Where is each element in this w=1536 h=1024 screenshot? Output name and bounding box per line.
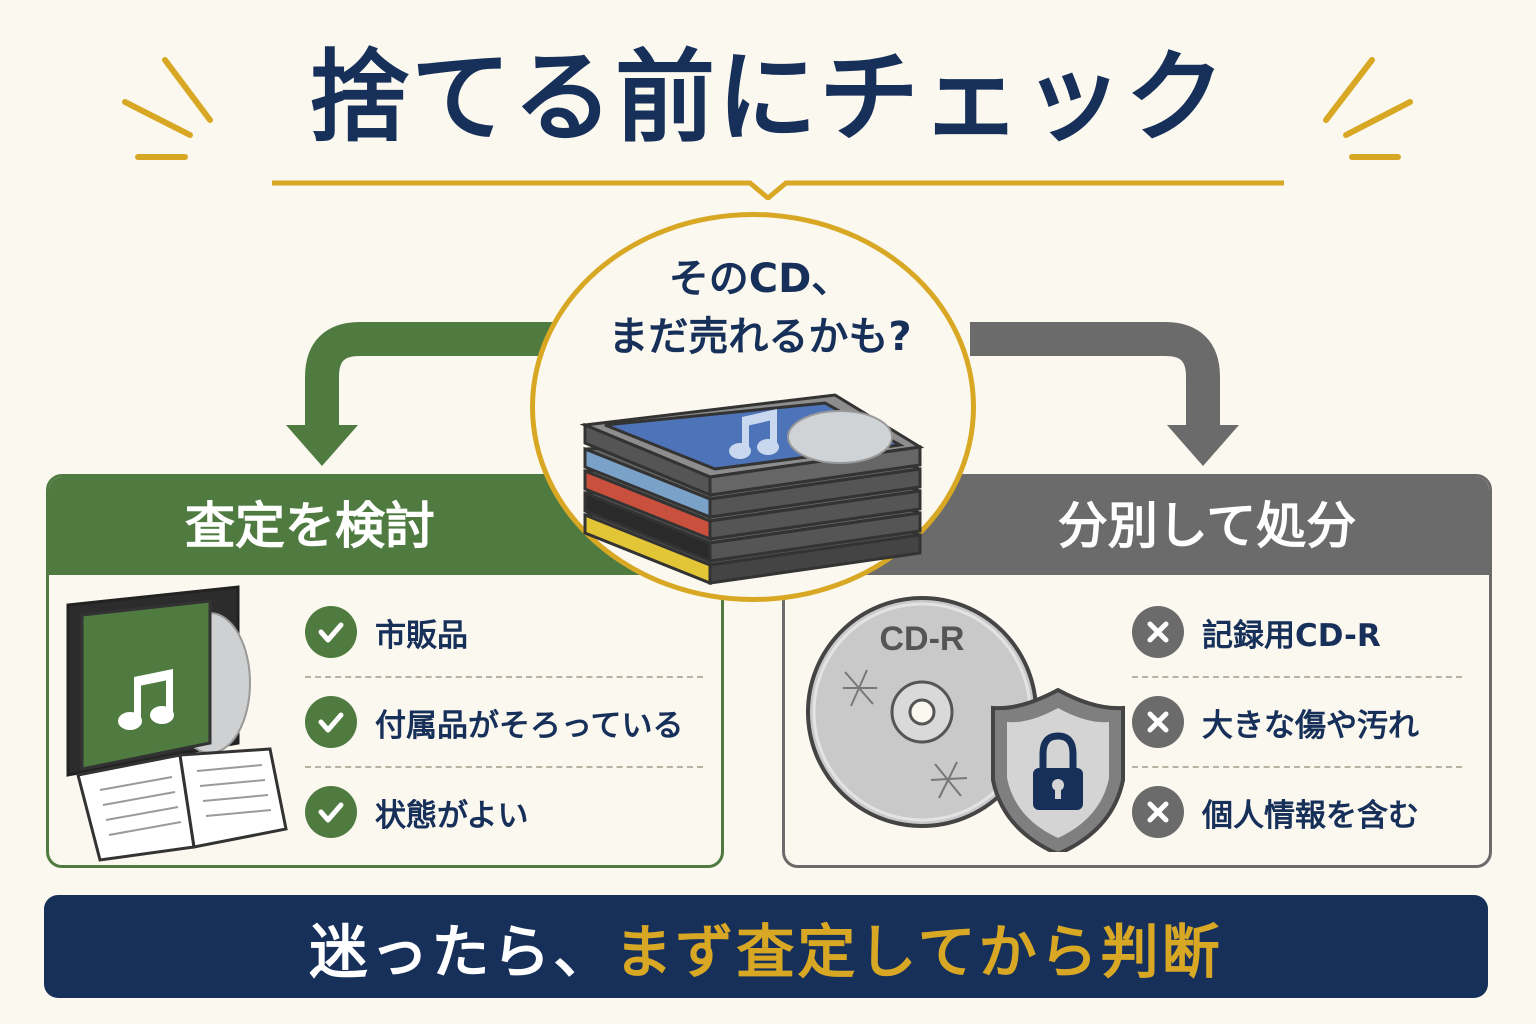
bubble-line-1: そのCD、 (668, 256, 852, 302)
cd-stack-icon (580, 393, 925, 586)
list-item: 市販品 (305, 588, 703, 678)
cross-icon (1132, 786, 1184, 838)
check-icon (305, 696, 357, 748)
music-note-icon (118, 669, 174, 730)
list-item-label: 個人情報を含む (1202, 797, 1419, 834)
cd-case-icon (66, 585, 288, 862)
booklet-icon (76, 747, 288, 862)
list-item: 記録用CD-R (1132, 588, 1462, 678)
list-item: 個人情報を含む (1132, 768, 1462, 856)
flow-arrows (286, 322, 1239, 466)
list-item: 状態がよい (305, 768, 703, 856)
check-icon (305, 606, 357, 658)
bottom-message-part1: 迷ったら、 (309, 917, 615, 986)
title-rays (122, 57, 1413, 200)
cross-icon (1132, 696, 1184, 748)
list-item-label: 付属品がそろっている (375, 707, 684, 744)
dispose-checklist: 記録用CD-R 大きな傷や汚れ 個人情報を含む (1132, 588, 1462, 856)
cross-icon (1132, 606, 1184, 658)
disc-label: CD-R (880, 620, 965, 658)
list-item: 付属品がそろっている (305, 678, 703, 768)
check-icon (305, 786, 357, 838)
list-item-label: 状態がよい (375, 797, 529, 834)
list-item: 大きな傷や汚れ (1132, 678, 1462, 768)
page-title: 捨てる前にチェック (309, 39, 1227, 156)
assess-checklist: 市販品 付属品がそろっている 状態がよい (305, 588, 703, 856)
list-item-label: 大きな傷や汚れ (1202, 707, 1419, 744)
list-item-label: 市販品 (375, 617, 468, 654)
cd-r-disc-icon: CD-R (806, 596, 1125, 852)
bottom-message-bar: 迷ったら、 まず査定してから判断 (44, 895, 1488, 998)
list-item-label: 記録用CD-R (1202, 617, 1381, 654)
bubble-line-2: まだ売れるかも? (608, 314, 912, 360)
lock-icon (1033, 732, 1083, 810)
music-note-icon (729, 409, 779, 459)
bottom-message-part2: まず査定してから判断 (614, 917, 1223, 986)
bubble-question: そのCD、 まだ売れるかも? (560, 250, 960, 366)
